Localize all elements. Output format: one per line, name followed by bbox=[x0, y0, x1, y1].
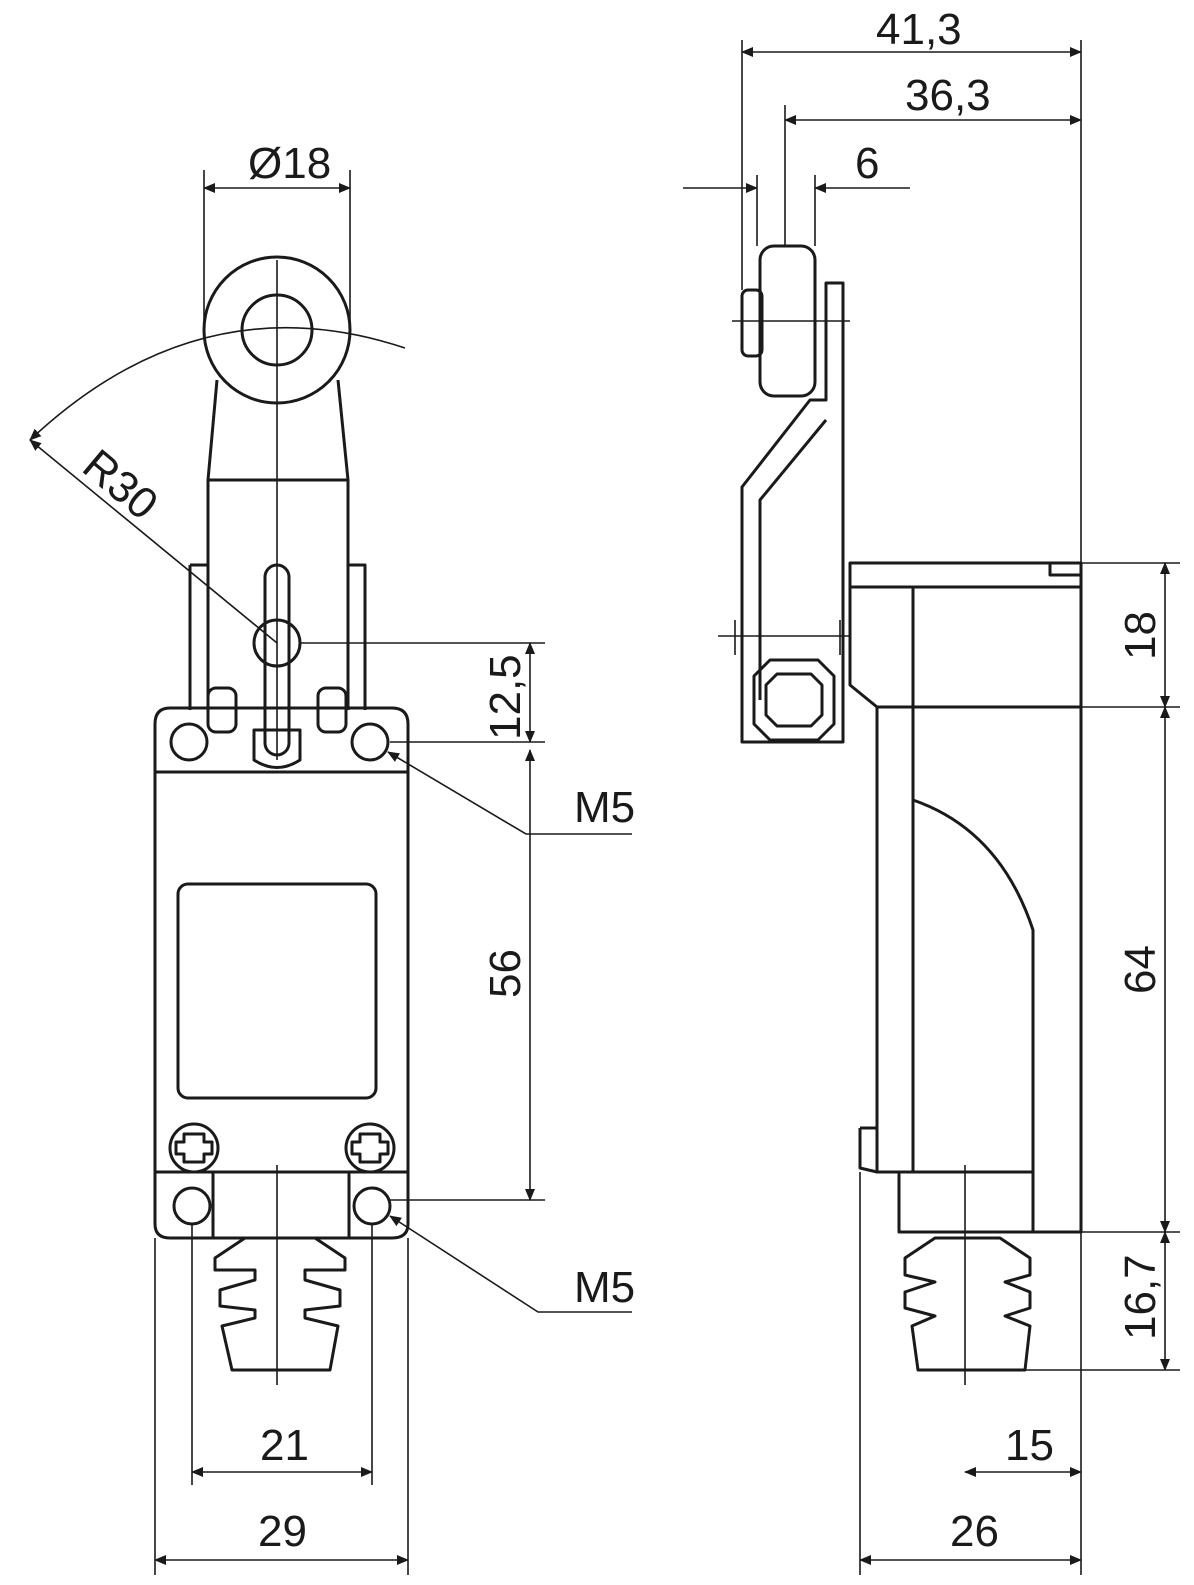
mount-hole-bottom-right bbox=[352, 1186, 392, 1226]
label-top-height: 18 bbox=[1116, 611, 1165, 660]
side-body bbox=[848, 561, 1083, 1234]
label-body-width: 29 bbox=[258, 1507, 307, 1556]
bellows bbox=[213, 1236, 347, 1372]
switch-body bbox=[153, 770, 410, 1174]
label-plunger-height: 16,7 bbox=[1116, 1254, 1165, 1340]
label-pivot-offset: 12,5 bbox=[481, 654, 530, 740]
switch-base bbox=[153, 1170, 410, 1240]
label-plunger-offset: 15 bbox=[1005, 1421, 1054, 1470]
label-hole-spacing-v: 56 bbox=[481, 949, 530, 998]
boss-right bbox=[316, 686, 348, 734]
mount-hole-top-left bbox=[169, 722, 209, 762]
side-bellows bbox=[903, 1236, 1032, 1372]
label-window bbox=[176, 882, 378, 1100]
screw-right bbox=[344, 1122, 396, 1174]
label-thread-top: M5 bbox=[574, 783, 635, 832]
boss-left bbox=[206, 686, 238, 734]
label-hole-spacing-h: 21 bbox=[260, 1421, 309, 1470]
label-thread-bottom: M5 bbox=[574, 1263, 635, 1312]
label-roller-diameter: Ø18 bbox=[248, 139, 331, 188]
side-view bbox=[718, 244, 1083, 1385]
lever-arm bbox=[206, 379, 350, 710]
side-nut bbox=[752, 658, 836, 742]
side-base bbox=[877, 1170, 1035, 1234]
label-radius: R30 bbox=[74, 440, 167, 529]
label-width-total-side: 41,3 bbox=[876, 5, 962, 54]
label-body-depth: 26 bbox=[950, 1507, 999, 1556]
label-roller-width: 6 bbox=[855, 139, 879, 188]
screw-left bbox=[168, 1122, 220, 1174]
front-view bbox=[153, 255, 410, 1385]
side-roller-hub bbox=[740, 288, 764, 358]
actuator-guides bbox=[188, 563, 367, 710]
switch-head bbox=[153, 706, 410, 774]
mount-hole-bottom-left bbox=[172, 1186, 212, 1226]
mount-hole-top-right bbox=[350, 722, 390, 762]
head-recess bbox=[252, 728, 302, 769]
label-body-height: 64 bbox=[1116, 945, 1165, 994]
side-lever bbox=[740, 281, 845, 744]
label-width-36: 36,3 bbox=[905, 71, 991, 120]
